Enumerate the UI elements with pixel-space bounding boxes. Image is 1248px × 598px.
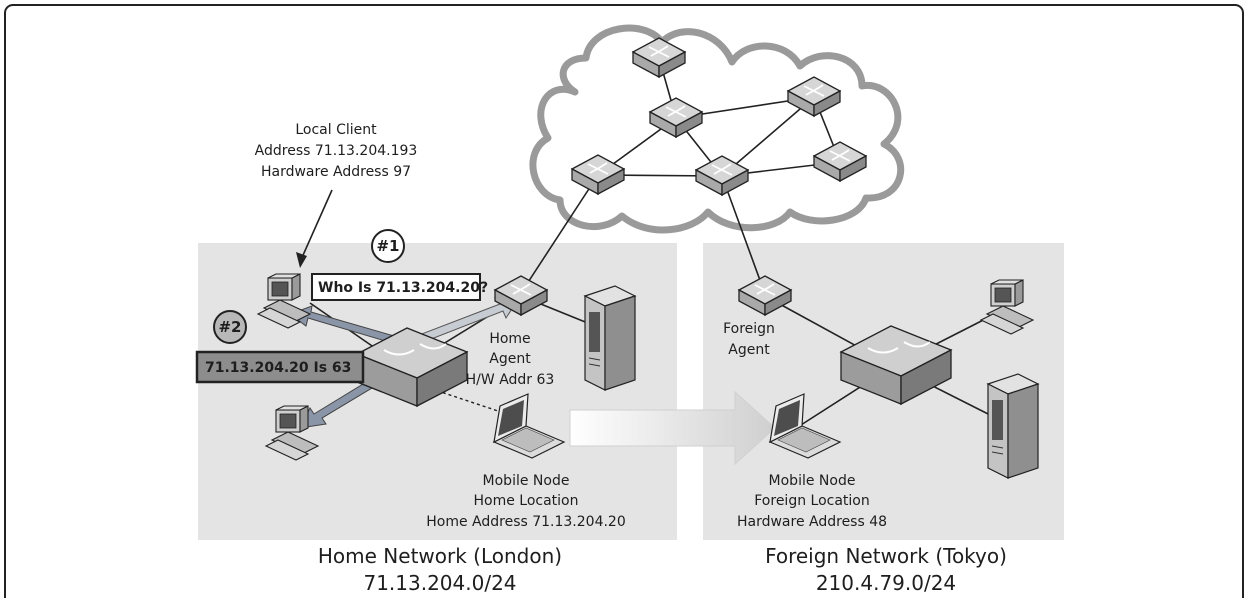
home-network-subnet: 71.13.204.0/24 <box>363 571 516 595</box>
foreign-agent-label-1: Foreign <box>723 321 775 337</box>
mobile-node-foreign-hardware-address: Hardware Address 48 <box>737 514 887 530</box>
foreign-network-subnet: 210.4.79.0/24 <box>816 571 956 595</box>
local-client-label: Local Client <box>295 122 377 138</box>
mobile-node-home-address: Home Address 71.13.204.20 <box>426 514 626 530</box>
step-1-label: #1 <box>376 237 399 255</box>
home-agent-label-1: Home <box>489 331 530 347</box>
mobile-node-foreign-label: Mobile Node <box>769 473 856 489</box>
mobile-node-foreign-location: Foreign Location <box>754 493 870 509</box>
step-1-badge <box>371 229 405 263</box>
mobile-node-dotted-link <box>419 384 511 416</box>
mobile-node-home-label: Mobile Node <box>483 473 570 489</box>
foreign-server-icon <box>987 373 1039 479</box>
local-client-hardware-address: Hardware Address 97 <box>261 164 411 180</box>
home-network-name: Home Network (London) <box>318 544 562 568</box>
foreign-agent-label-2: Agent <box>728 342 770 358</box>
step-2-label: #2 <box>218 318 241 336</box>
arp-request-text: Who Is 71.13.204.20? <box>318 280 488 296</box>
mobile-node-home-location: Home Location <box>473 493 578 509</box>
movement-arrow <box>569 390 776 466</box>
arp-reply-box <box>195 350 365 384</box>
home-agent-label-2: Agent <box>489 351 531 367</box>
local-client-address: Address 71.13.204.193 <box>255 143 418 159</box>
step-2-badge <box>213 310 247 344</box>
home-server-icon <box>584 285 636 391</box>
arp-request-box <box>311 273 481 301</box>
internet-cloud <box>529 24 905 234</box>
home-agent-hw-address: H/W Addr 63 <box>466 372 555 388</box>
local-client-pointer <box>299 189 333 263</box>
arp-reply-text: 71.13.204.20 Is 63 <box>205 360 351 376</box>
foreign-network-name: Foreign Network (Tokyo) <box>765 544 1007 568</box>
local-client-pointer-head <box>296 252 307 268</box>
